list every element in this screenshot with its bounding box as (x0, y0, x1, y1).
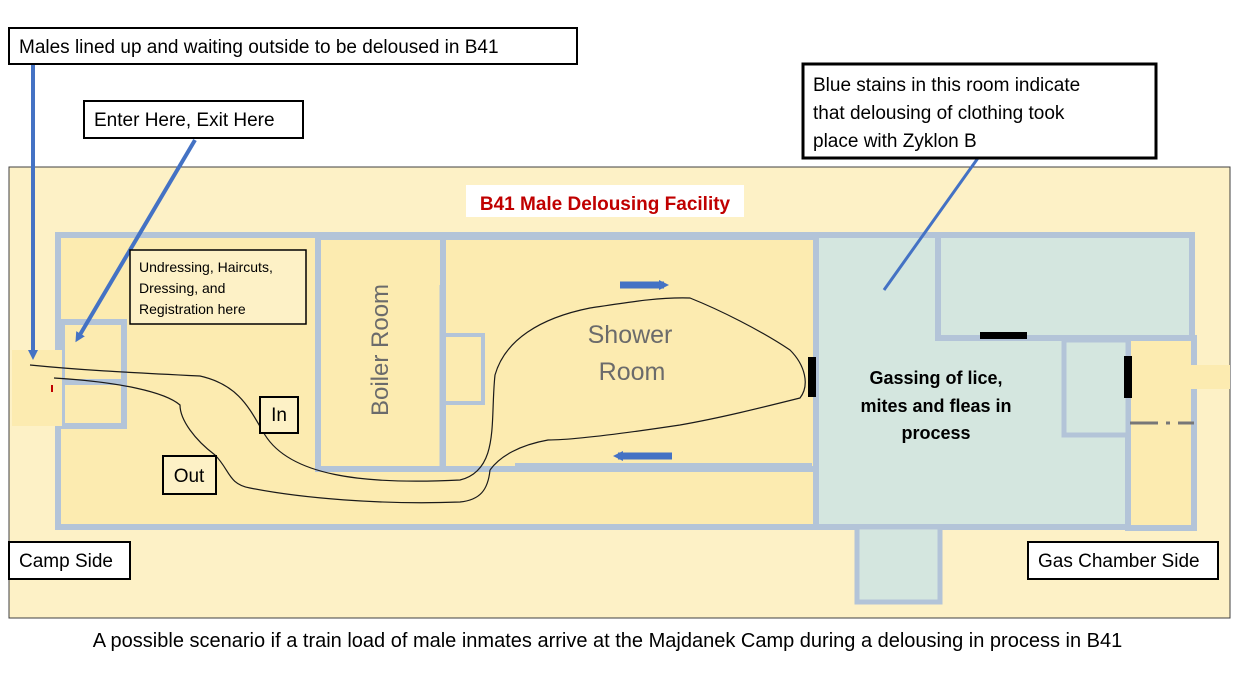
door-left (808, 357, 816, 397)
annex (854, 524, 943, 605)
undressing-text-3: Registration here (139, 301, 246, 317)
gas-room-doors (808, 332, 1132, 398)
in-label-box (259, 396, 299, 434)
door-top (980, 332, 1027, 339)
blue-stains-pointer (882, 157, 980, 291)
walking-path-in (29, 297, 806, 482)
boiler-side-cell (441, 333, 485, 405)
males-waiting-text: Males lined up and waiting outside to be… (19, 37, 499, 58)
camp-side-box (8, 541, 131, 580)
gassing-label-3: process (901, 423, 970, 443)
shower-room-walls (440, 234, 819, 472)
undressing-text-2: Dressing, and (139, 280, 225, 296)
upper-right-room (935, 232, 1195, 341)
walking-path-out (53, 377, 491, 504)
enter-exit-text: Enter Here, Exit Here (94, 110, 275, 131)
boiler-room-walls (315, 234, 446, 472)
shower-room-label-2: Room (599, 358, 666, 386)
undressing-box (129, 249, 307, 325)
males-waiting-box (8, 27, 578, 65)
out-label-box (162, 455, 217, 495)
figure-caption: A possible scenario if a train load of m… (92, 630, 1123, 652)
title-backdrop (466, 185, 744, 217)
boiler-room-label: Boiler Room (367, 284, 394, 416)
gassing-label-1: Gassing of lice, (869, 368, 1002, 388)
gassing-label-2: mites and fleas in (860, 396, 1011, 416)
blue-stains-box (801, 62, 1158, 160)
in-label: In (271, 405, 287, 426)
camp-side-label: Camp Side (19, 551, 113, 572)
shower-room-label-1: Shower (588, 321, 673, 349)
undressing-text-1: Undressing, Haircuts, (139, 259, 273, 275)
out-label: Out (174, 466, 205, 487)
door-right (1124, 356, 1132, 398)
gas-chamber-side-box (1027, 541, 1219, 580)
gas-chamber-side-label: Gas Chamber Side (1038, 551, 1200, 572)
right-exit-strip (1150, 365, 1230, 389)
side-cell (1061, 337, 1131, 438)
blue-stains-text-2: that delousing of clothing took (813, 103, 1065, 124)
blue-stains-text-3: place with Zyklon B (813, 131, 977, 152)
left-entry-strip (12, 350, 62, 426)
blue-stains-text-1: Blue stains in this room indicate (813, 75, 1080, 96)
diagram-title: B41 Male Delousing Facility (480, 194, 731, 215)
enter-exit-box (83, 100, 304, 139)
enter-pointer-arrow (75, 138, 197, 343)
